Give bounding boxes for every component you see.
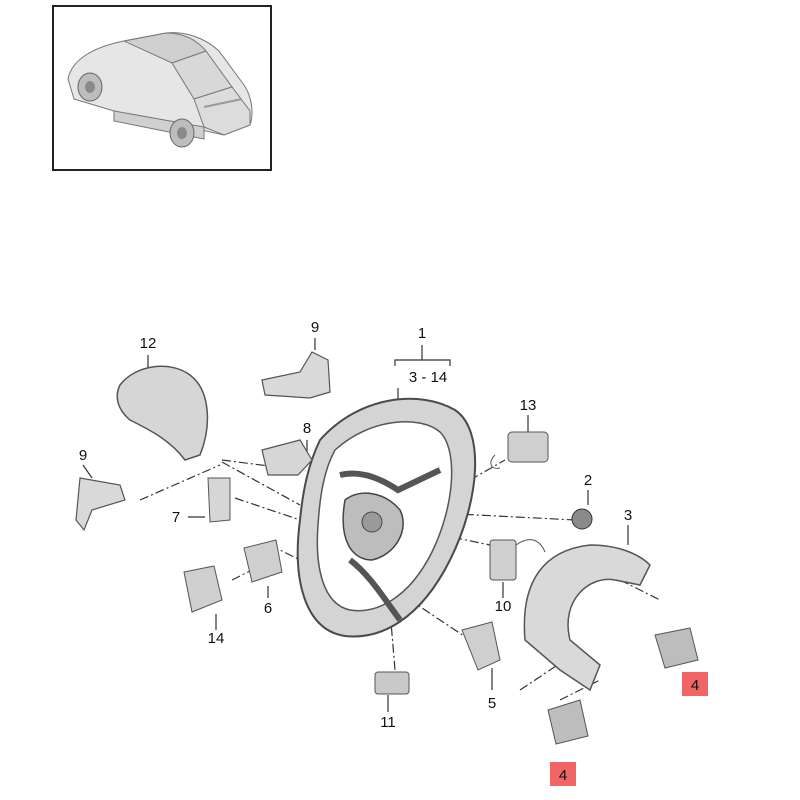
part-7-trim — [207, 477, 231, 523]
callout-6: 6 — [264, 600, 272, 617]
callout-3: 3 — [624, 507, 632, 524]
part-10-harness — [489, 539, 546, 581]
callout-5: 5 — [488, 695, 496, 712]
callout-2: 2 — [584, 472, 592, 489]
part-14-switch — [183, 565, 223, 613]
callout-14: 14 — [208, 630, 225, 647]
part-12-shell — [116, 365, 209, 461]
callout-9-left: 9 — [79, 447, 87, 464]
callout-12: 12 — [140, 335, 157, 352]
part-3-spoke-trim — [523, 544, 651, 692]
highlight-4-right — [682, 672, 708, 696]
part-8-bracket — [261, 439, 313, 476]
callout-3-14: 3 - 14 — [409, 369, 447, 386]
callout-1: 1 — [418, 325, 426, 342]
callout-13: 13 — [520, 397, 537, 414]
car-icon — [67, 32, 253, 148]
part-4-switch-right — [654, 627, 699, 669]
callout-10: 10 — [495, 598, 512, 615]
callout-9-top: 9 — [311, 319, 319, 336]
callout-7: 7 — [172, 509, 180, 526]
vehicle-thumbnail — [52, 5, 272, 171]
callout-11: 11 — [380, 714, 396, 731]
callout-4-left: 4 — [559, 767, 567, 784]
part-9-paddle-left — [75, 477, 126, 532]
part-2-nut — [571, 508, 593, 530]
part-5-cover — [461, 621, 501, 671]
part-13-clockspring — [490, 431, 549, 469]
callout-8: 8 — [303, 420, 311, 437]
callout-4-right: 4 — [691, 677, 699, 694]
highlight-4-left — [550, 762, 576, 786]
steering-wheel — [296, 397, 477, 638]
part-9-paddle-top — [261, 351, 331, 399]
part-4-switch-left — [547, 699, 589, 745]
part-11-module — [374, 671, 410, 695]
part-6-switch — [243, 539, 283, 583]
